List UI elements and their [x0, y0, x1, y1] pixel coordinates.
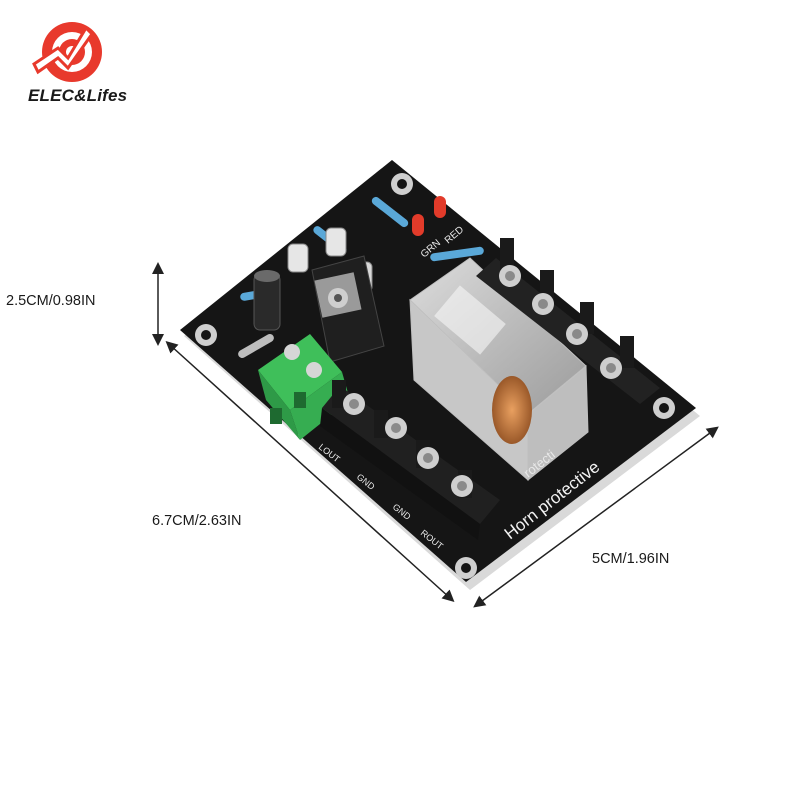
dimension-height-label: 2.5CM/0.98IN [6, 293, 96, 309]
led-red-position [434, 196, 446, 218]
length-arrow [165, 340, 455, 603]
regulator [311, 255, 385, 363]
right-terminal-block [476, 238, 660, 404]
leds [412, 196, 446, 236]
relay [409, 257, 589, 482]
front-terminal-block [320, 380, 500, 540]
led-green-position [412, 214, 424, 236]
mounting-holes [195, 173, 675, 579]
brand-name: ELEC&Lifes [28, 86, 128, 105]
logo-arrow [32, 25, 94, 75]
brand-logo [32, 22, 102, 82]
width-arrow [473, 426, 719, 608]
